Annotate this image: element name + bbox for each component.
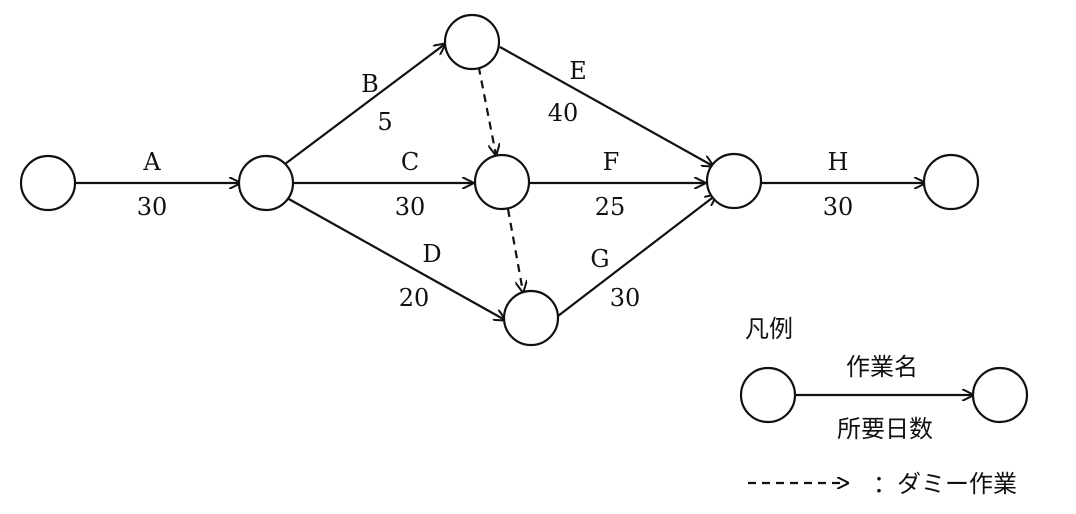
activity-b-days: 5	[377, 108, 392, 136]
activity-e-name: E	[569, 57, 587, 85]
activity-d-arrow	[286, 197, 505, 320]
activity-a-name: A	[142, 148, 161, 176]
event-node-3	[443, 13, 501, 71]
activity-d-days: 20	[399, 284, 430, 312]
event-node-1	[19, 154, 77, 212]
activity-e-arrow	[499, 46, 713, 166]
activity-b-arrow	[284, 44, 445, 165]
legend-title: 凡例	[745, 315, 793, 343]
legend-dummy-label: ：ダミー作業	[873, 470, 1017, 498]
legend-activity-name-label: 作業名	[846, 353, 918, 381]
activity-a-days: 30	[137, 193, 168, 221]
legend-start-node	[739, 366, 797, 424]
event-node-7	[922, 153, 980, 211]
activity-d-name: D	[422, 240, 441, 268]
legend-end-node	[971, 366, 1029, 424]
legend-duration-label: 所要日数	[837, 415, 933, 443]
event-node-2	[237, 154, 295, 212]
activity-f-name: F	[603, 148, 620, 176]
activity-c-name: C	[401, 148, 419, 176]
event-node-4	[473, 153, 531, 211]
dummy-activity-4-5	[506, 208, 523, 292]
activity-c-days: 30	[395, 193, 426, 221]
activity-h-name: H	[828, 148, 849, 176]
event-node-6	[705, 152, 763, 210]
activity-h-days: 30	[823, 193, 854, 221]
activity-g-name: G	[590, 245, 609, 273]
activity-g-arrow	[557, 195, 716, 317]
activity-e-days: 40	[548, 99, 579, 127]
dummy-activity-2-4	[474, 52, 496, 155]
event-node-5	[502, 289, 560, 347]
activity-f-days: 25	[595, 193, 626, 221]
activity-b-name: B	[361, 70, 379, 98]
activity-g-days: 30	[610, 284, 641, 312]
legend: 凡例 作業名 所要日数 ：ダミー作業	[739, 315, 1029, 498]
